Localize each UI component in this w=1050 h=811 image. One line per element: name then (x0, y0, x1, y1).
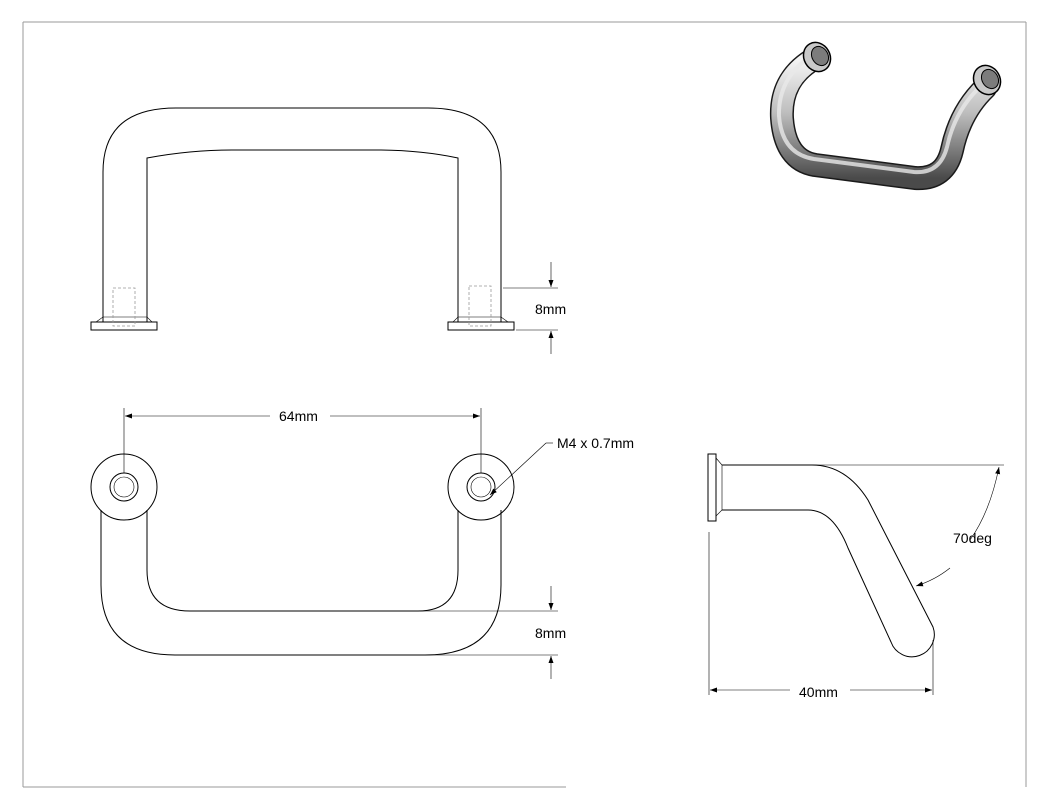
isometric-view (769, 41, 1002, 191)
iso-right-cap (972, 64, 1002, 96)
front-height-label: 8mm (535, 301, 566, 317)
iso-left-cap (802, 41, 832, 73)
bend-angle-label: 70deg (953, 530, 992, 546)
hole-spacing-label: 64mm (279, 408, 318, 424)
drawing-frame (22, 21, 1027, 788)
hole-spacing-dimension: 64mm (123, 408, 482, 473)
top-offset-label: 8mm (535, 625, 566, 641)
side-view: 70deg 40mm (707, 453, 1004, 700)
front-height-dimension: 8mm (503, 262, 566, 354)
front-view: 8mm (90, 107, 566, 354)
thread-label: M4 x 0.7mm (557, 435, 634, 451)
right-foot (447, 285, 515, 331)
side-depth-dimension: 40mm (708, 532, 934, 700)
side-depth-label: 40mm (799, 684, 838, 700)
bend-angle-dimension: 70deg (812, 464, 1004, 587)
top-offset-dimension: 8mm (420, 586, 566, 679)
thread-callout: M4 x 0.7mm (489, 435, 634, 496)
left-foot (90, 287, 158, 331)
top-view: 64mm M4 x 0.7mm 8mm (90, 408, 634, 679)
